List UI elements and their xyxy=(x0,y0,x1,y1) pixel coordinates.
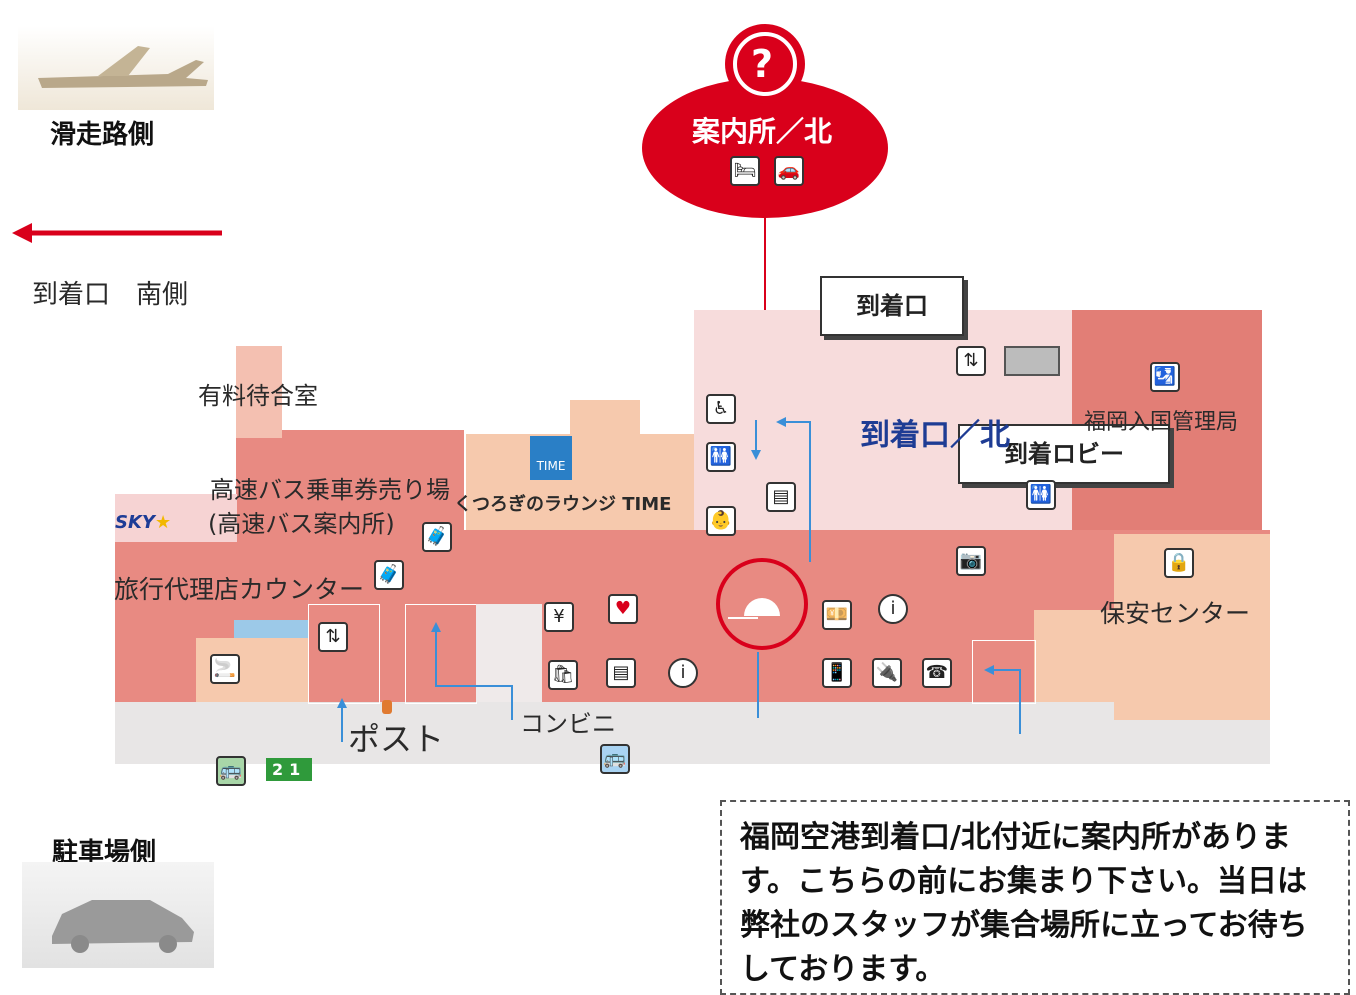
cash-icon: 💴 xyxy=(822,600,852,630)
lounge-label: くつろぎのラウンジ TIME xyxy=(454,494,672,515)
paid-lounge-block xyxy=(236,346,282,438)
elevator-icon-2: ⇅ xyxy=(318,622,348,652)
airplane-icon xyxy=(38,46,208,88)
power-icon: 🔌 xyxy=(872,658,902,688)
arrival-north-label: 到着口／北 xyxy=(860,418,1010,453)
restroom-icon: 🚻 xyxy=(706,442,736,472)
bus-icon-2: 🚌 xyxy=(600,744,630,774)
aed-icon: ♥ xyxy=(608,594,638,624)
bus-icon: 🚌 xyxy=(216,756,246,786)
restroom-icon-2: 🚻 xyxy=(1026,480,1056,510)
car-rental-icon: 🚗 xyxy=(774,156,804,186)
meeting-instruction-note: 福岡空港到着口/北付近に案内所があります。こちらの前にお集まり下さい。当日は弊社… xyxy=(720,800,1350,995)
shop-icon: 🛍 xyxy=(548,660,578,690)
arrival-gate-callout: 到着口 xyxy=(820,276,964,336)
luggage-icon: 🧳 xyxy=(422,522,452,552)
bus-info-label: (高速バス案内所) xyxy=(208,510,395,538)
direction-label: 到着口 南側 xyxy=(32,280,189,310)
blue-strip xyxy=(234,620,308,638)
bus-ticket-label: 高速バス乗車券売り場 xyxy=(210,476,450,504)
gate-room xyxy=(972,640,1036,704)
parking-side-image xyxy=(22,862,214,968)
immigration-icon: 🛂 xyxy=(1150,362,1180,392)
walkway xyxy=(115,702,1270,764)
info-desk-title: 案内所／北 xyxy=(692,115,833,148)
meeting-point-marker xyxy=(716,558,808,650)
car-icon xyxy=(52,900,194,953)
bus-ticket-area xyxy=(282,430,464,530)
wheelchair-icon: ♿ xyxy=(706,394,736,424)
arrival-lobby-callout: 到着ロビー xyxy=(958,424,1170,484)
immigration-area xyxy=(1072,310,1262,530)
runway-side-image xyxy=(18,26,214,110)
lounge-area xyxy=(466,434,694,530)
info-icon-2: i xyxy=(878,594,908,624)
question-icon: ? xyxy=(751,42,774,86)
airline-logo: SKY★ xyxy=(115,512,172,533)
info-icon: i xyxy=(668,658,698,688)
convenience-label: コンビニ xyxy=(520,710,616,738)
baby-room-icon: 👶 xyxy=(706,506,736,536)
flow-arrows xyxy=(337,417,1021,742)
paid-lounge-label: 有料待合室 xyxy=(198,382,318,410)
mobile-icon: 📱 xyxy=(822,658,852,688)
travel-agency-label: 旅行代理店カウンター xyxy=(114,575,365,604)
post-box-icon xyxy=(382,700,392,714)
bus-stop-numbers: 21 xyxy=(266,758,313,781)
lower-shop-area xyxy=(1034,610,1114,702)
lounge-block xyxy=(570,400,640,434)
camera-icon: 📷 xyxy=(956,546,986,576)
elevator-icon: ⇅ xyxy=(956,346,986,376)
security-icon: 🔒 xyxy=(1164,548,1194,578)
airline-counter xyxy=(115,494,237,542)
time-logo: TIME xyxy=(530,436,572,480)
atm-icon: ¥ xyxy=(544,602,574,632)
locker-icon: ▤ xyxy=(766,482,796,512)
immigration-label: 福岡入国管理局 xyxy=(1084,410,1239,435)
info-desk-balloon xyxy=(642,24,888,220)
escalator-icon xyxy=(1004,346,1060,376)
post-label: ポスト xyxy=(348,720,445,758)
direction-arrow xyxy=(12,223,222,243)
runway-side-label: 滑走路側 xyxy=(50,120,155,150)
coin-locker-icon: ▤ xyxy=(606,658,636,688)
smoking-icon: 🚬 xyxy=(210,654,240,684)
security-label: 保安センター xyxy=(1100,599,1251,628)
hotel-icon: 🛏 xyxy=(730,156,760,186)
luggage-icon-2: 🧳 xyxy=(374,560,404,590)
phone-icon: ☎ xyxy=(922,658,952,688)
